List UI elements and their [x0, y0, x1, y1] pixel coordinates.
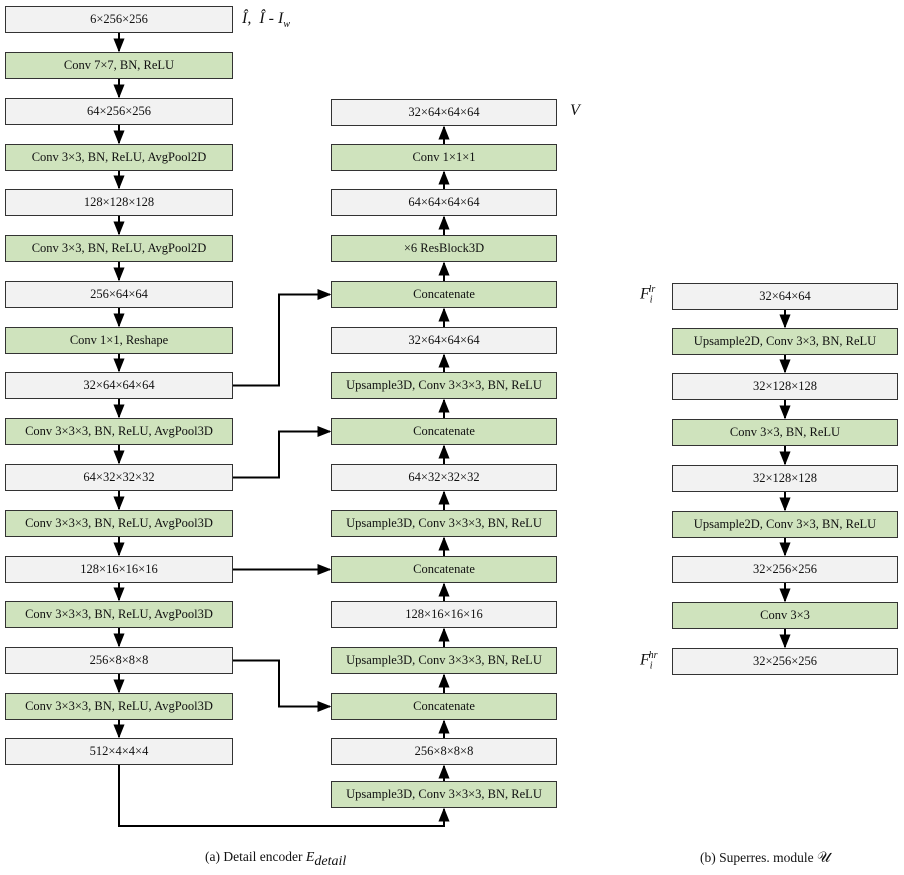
- superres-tensor-box: 32×128×128: [672, 465, 898, 492]
- superres-op-box: Upsample2D, Conv 3×3, BN, ReLU: [672, 328, 898, 355]
- decoder-tensor-box: 32×64×64×64: [331, 99, 557, 126]
- caption-b: (b) Superres. module 𝒰: [700, 850, 831, 866]
- encoder-tensor-box: 6×256×256: [5, 6, 233, 33]
- encoder-tensor-box: 128×128×128: [5, 189, 233, 216]
- encoder-tensor-box: 64×256×256: [5, 98, 233, 125]
- decoder-tensor-box: 64×64×64×64: [331, 189, 557, 216]
- decoder-tensor-box: 128×16×16×16: [331, 601, 557, 628]
- skip-arrow: [233, 659, 332, 713]
- decoder-tensor-box: 32×64×64×64: [331, 327, 557, 354]
- f-hr-label: Fihr: [640, 650, 658, 672]
- skip-arrow: [233, 288, 332, 387]
- caption-a: (a) Detail encoder Edetail: [205, 849, 347, 869]
- superres-op-box: Conv 3×3, BN, ReLU: [672, 419, 898, 446]
- decoder-op-box: Upsample3D, Conv 3×3×3, BN, ReLU: [331, 647, 557, 674]
- decoder-op-box: Concatenate: [331, 281, 557, 308]
- encoder-op-box: Conv 3×3×3, BN, ReLU, AvgPool3D: [5, 418, 233, 445]
- decoder-op-box: Concatenate: [331, 693, 557, 720]
- encoder-tensor-box: 256×8×8×8: [5, 647, 233, 674]
- superres-op-box: Conv 3×3: [672, 602, 898, 629]
- decoder-op-box: Upsample3D, Conv 3×3×3, BN, ReLU: [331, 372, 557, 399]
- bottleneck-arrow: [118, 765, 450, 827]
- decoder-op-box: Concatenate: [331, 418, 557, 445]
- encoder-op-box: Conv 3×3, BN, ReLU, AvgPool2D: [5, 144, 233, 171]
- decoder-op-box: Concatenate: [331, 556, 557, 583]
- decoder-op-box: ×6 ResBlock3D: [331, 235, 557, 262]
- encoder-op-box: Conv 3×3×3, BN, ReLU, AvgPool3D: [5, 693, 233, 720]
- encoder-tensor-box: 512×4×4×4: [5, 738, 233, 765]
- superres-op-box: Upsample2D, Conv 3×3, BN, ReLU: [672, 511, 898, 538]
- skip-arrow: [233, 425, 332, 479]
- superres-tensor-box: 32×128×128: [672, 373, 898, 400]
- superres-tensor-box: 32×256×256: [672, 556, 898, 583]
- decoder-op-box: Upsample3D, Conv 3×3×3, BN, ReLU: [331, 510, 557, 537]
- encoder-tensor-box: 32×64×64×64: [5, 372, 233, 399]
- encoder-tensor-box: 256×64×64: [5, 281, 233, 308]
- decoder-op-box: Upsample3D, Conv 3×3×3, BN, ReLU: [331, 781, 557, 808]
- f-lr-label: Filr: [640, 284, 656, 306]
- encoder-op-box: Conv 3×3×3, BN, ReLU, AvgPool3D: [5, 510, 233, 537]
- input-label: Î, Î - Iw: [242, 10, 290, 31]
- superres-tensor-box: 32×64×64: [672, 283, 898, 310]
- encoder-op-box: Conv 3×3, BN, ReLU, AvgPool2D: [5, 235, 233, 262]
- encoder-op-box: Conv 1×1, Reshape: [5, 327, 233, 354]
- encoder-op-box: Conv 7×7, BN, ReLU: [5, 52, 233, 79]
- decoder-op-box: Conv 1×1×1: [331, 144, 557, 171]
- superres-tensor-box: 32×256×256: [672, 648, 898, 675]
- encoder-op-box: Conv 3×3×3, BN, ReLU, AvgPool3D: [5, 601, 233, 628]
- encoder-tensor-box: 128×16×16×16: [5, 556, 233, 583]
- decoder-tensor-box: 256×8×8×8: [331, 738, 557, 765]
- output-v-label: V: [570, 102, 580, 119]
- encoder-tensor-box: 64×32×32×32: [5, 464, 233, 491]
- decoder-tensor-box: 64×32×32×32: [331, 464, 557, 491]
